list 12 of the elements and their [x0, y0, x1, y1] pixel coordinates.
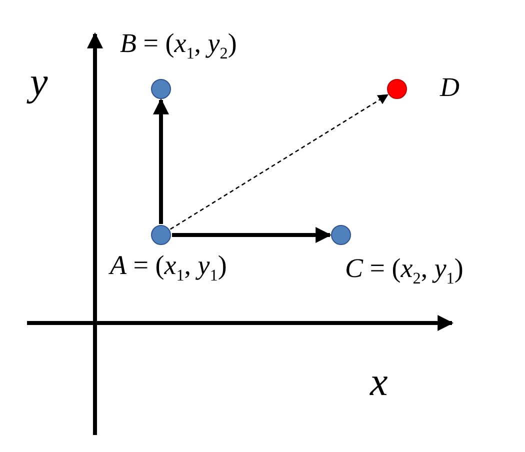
arrow — [153, 98, 169, 224]
point-marker — [151, 79, 171, 99]
arrow — [172, 227, 332, 243]
axis-label: x — [370, 362, 388, 402]
point-label: C = (x$_{2}$, y$_{1}$) — [345, 255, 464, 287]
point-marker — [151, 225, 171, 245]
point-label: D — [440, 74, 460, 101]
point-marker — [331, 225, 351, 245]
point-marker — [387, 79, 407, 99]
arrow — [170, 94, 389, 230]
point-label: B = (x$_{1}$, y$_{2}$) — [120, 30, 237, 62]
point-label: A = (x$_{1}$, y$_{1}$) — [110, 252, 227, 284]
